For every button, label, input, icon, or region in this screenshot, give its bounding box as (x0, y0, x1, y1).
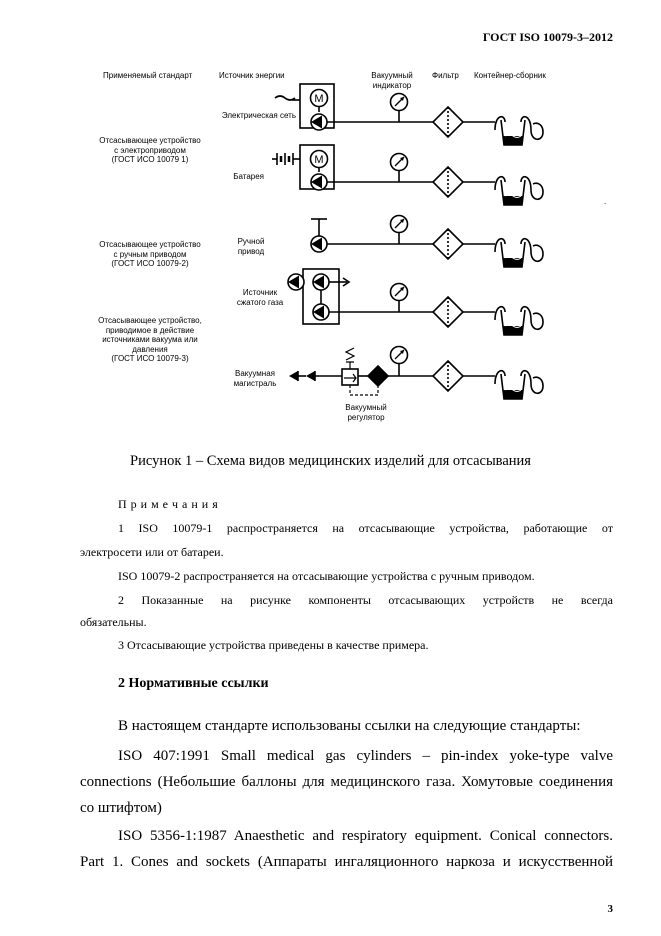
section-heading: 2 Нормативные ссылки (118, 676, 269, 691)
note-1-line-1: 1 ISO 10079-1 распространяется на отсасы… (118, 521, 613, 535)
note-2-line-1: 2 Показанные на рисунке компоненты отсас… (118, 593, 613, 607)
note-3: 3 Отсасывающие устройства приведены в ка… (118, 638, 429, 652)
column-header-source: Источник энергии (219, 71, 285, 80)
diagram-graphics: M M (272, 83, 544, 400)
note-1-line-2: электросети или от батареи. (80, 545, 224, 559)
suction-diagram: Применяемый стандарт Источник энергии Ва… (0, 60, 661, 440)
reference-1-line-2: connections (Небольшие баллоны для медиц… (80, 774, 613, 790)
reference-2-line-2: Part 1. Cones and sockets (Аппараты инга… (80, 854, 613, 870)
source-label-battery: Батарея (233, 172, 264, 181)
figure-caption: Рисунок 1 – Схема видов медицинских изде… (130, 453, 531, 469)
row-manual (310, 214, 544, 268)
note-1b: ISO 10079-2 распространяется на отсасыва… (118, 569, 535, 583)
column-header-standard: Применяемый стандарт (103, 71, 193, 80)
reference-1-line-3: со штифтом) (80, 800, 162, 816)
document-header: ГОСТ ISO 10079-3–2012 (482, 30, 613, 44)
row-battery: M (272, 144, 544, 206)
notes-title: П р и м е ч а н и я (118, 497, 219, 511)
column-header-filter: Фильтр (432, 71, 459, 80)
page-number: 3 (607, 903, 614, 915)
row-compressed-gas (287, 268, 544, 336)
row-vacuum-line (289, 345, 544, 400)
row-electric-mains: M (274, 83, 544, 146)
reference-1-line-1: ISO 407:1991 Small medical gas cylinders… (118, 748, 613, 764)
stray-mark: . (604, 197, 607, 206)
source-label-mains: Электрическая сеть (221, 111, 296, 120)
column-header-container: Контейнер-сборник (474, 71, 546, 80)
standard-label-vacuum-pressure: Отсасывающее устройство,приводимое в дей… (98, 316, 202, 363)
section-intro: В настоящем стандарте использованы ссылк… (118, 718, 581, 734)
svg-text:M: M (314, 154, 323, 166)
svg-text:M: M (314, 93, 323, 105)
reference-2-line-1: ISO 5356-1:1987 Anaesthetic and respirat… (118, 828, 613, 844)
note-2-line-2: обязательны. (80, 615, 147, 629)
